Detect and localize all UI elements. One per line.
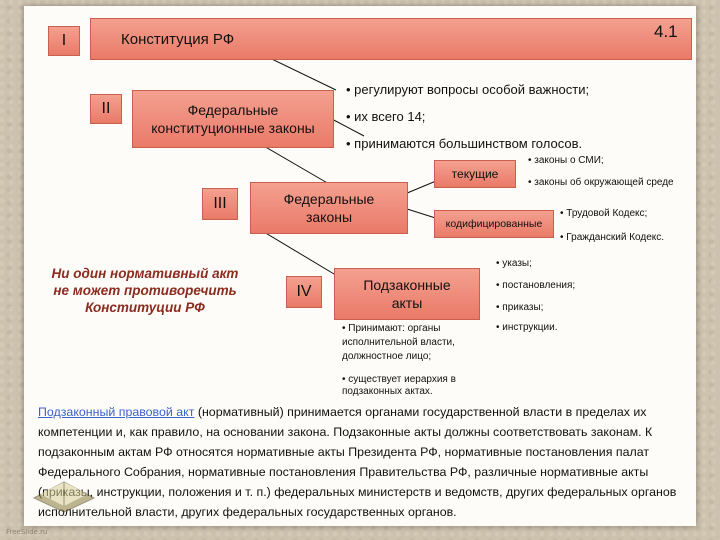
fcl-point-1: регулируют вопросы особой важности; — [346, 82, 589, 97]
codified-item-2: Гражданский Кодекс. — [560, 232, 664, 243]
subordinate-type-4: инструкции. — [496, 322, 557, 333]
sub-line2: акты — [391, 295, 423, 311]
subordinate-type-2: постановления; — [496, 280, 575, 291]
fl-line2: законы — [305, 209, 353, 225]
subordinate-hierarchy-note: существует иерархия в подзаконных актах. — [342, 374, 456, 398]
fcl-point-2: их всего 14; — [346, 109, 425, 124]
fcl-point-3: принимаются большинством голосов. — [346, 136, 582, 151]
definition-text: (нормативный) принимается органами госуд… — [38, 405, 677, 519]
adopted-line3: должностное лицо; — [342, 351, 432, 362]
principle-line2: не может противоречить — [53, 283, 237, 298]
watermark: FreeSlide.ru — [6, 528, 48, 536]
constitution-box: Конституция РФ — [90, 18, 692, 60]
constitution-label: Конституция РФ — [121, 30, 235, 48]
hierarchy-line1: существует иерархия в — [342, 374, 456, 386]
roman-iv-badge: IV — [286, 276, 322, 308]
adopted-line2: исполнительной власти, — [342, 337, 455, 348]
slide-number: 4.1 — [654, 22, 678, 41]
subordinate-type-3: приказы; — [496, 302, 543, 313]
roman-ii-badge: II — [90, 94, 122, 124]
subordinate-acts-box: Подзаконные акты — [334, 268, 480, 320]
sub-line1: Подзаконные — [363, 277, 451, 293]
roman-i-badge: I — [48, 26, 80, 56]
federal-constitutional-laws-box: Федеральные конституционные законы — [132, 90, 334, 148]
fcl-line2: конституционные законы — [151, 120, 315, 136]
subordinate-type-1: указы; — [496, 258, 532, 269]
book-logo-icon — [32, 481, 96, 513]
adopted-line1: Принимают: органы — [342, 322, 455, 336]
fl-line1: Федеральные — [283, 191, 375, 207]
definition-link[interactable]: Подзаконный правовой акт — [38, 405, 195, 419]
principle-line1: Ни один нормативный акт — [51, 266, 239, 281]
current-laws-box: текущие — [434, 160, 516, 188]
principle-line3: Конституции РФ — [85, 300, 205, 315]
federal-laws-box: Федеральные законы — [250, 182, 408, 234]
subordinate-adopted-note: Принимают: органы исполнительной власти,… — [342, 322, 455, 364]
current-item-2: законы об окружающей среде — [528, 177, 673, 188]
codified-laws-box: кодифицированные — [434, 210, 554, 238]
definition-paragraph: Подзаконный правовой акт (нормативный) п… — [38, 402, 688, 522]
hierarchy-line2: подзаконных актах. — [342, 386, 433, 397]
current-item-1: законы о СМИ; — [528, 155, 603, 166]
fcl-line1: Федеральные — [187, 102, 279, 118]
roman-iii-badge: III — [202, 188, 238, 220]
codified-item-1: Трудовой Кодекс; — [560, 208, 647, 219]
principle-text: Ни один нормативный акт не может противо… — [30, 265, 260, 316]
